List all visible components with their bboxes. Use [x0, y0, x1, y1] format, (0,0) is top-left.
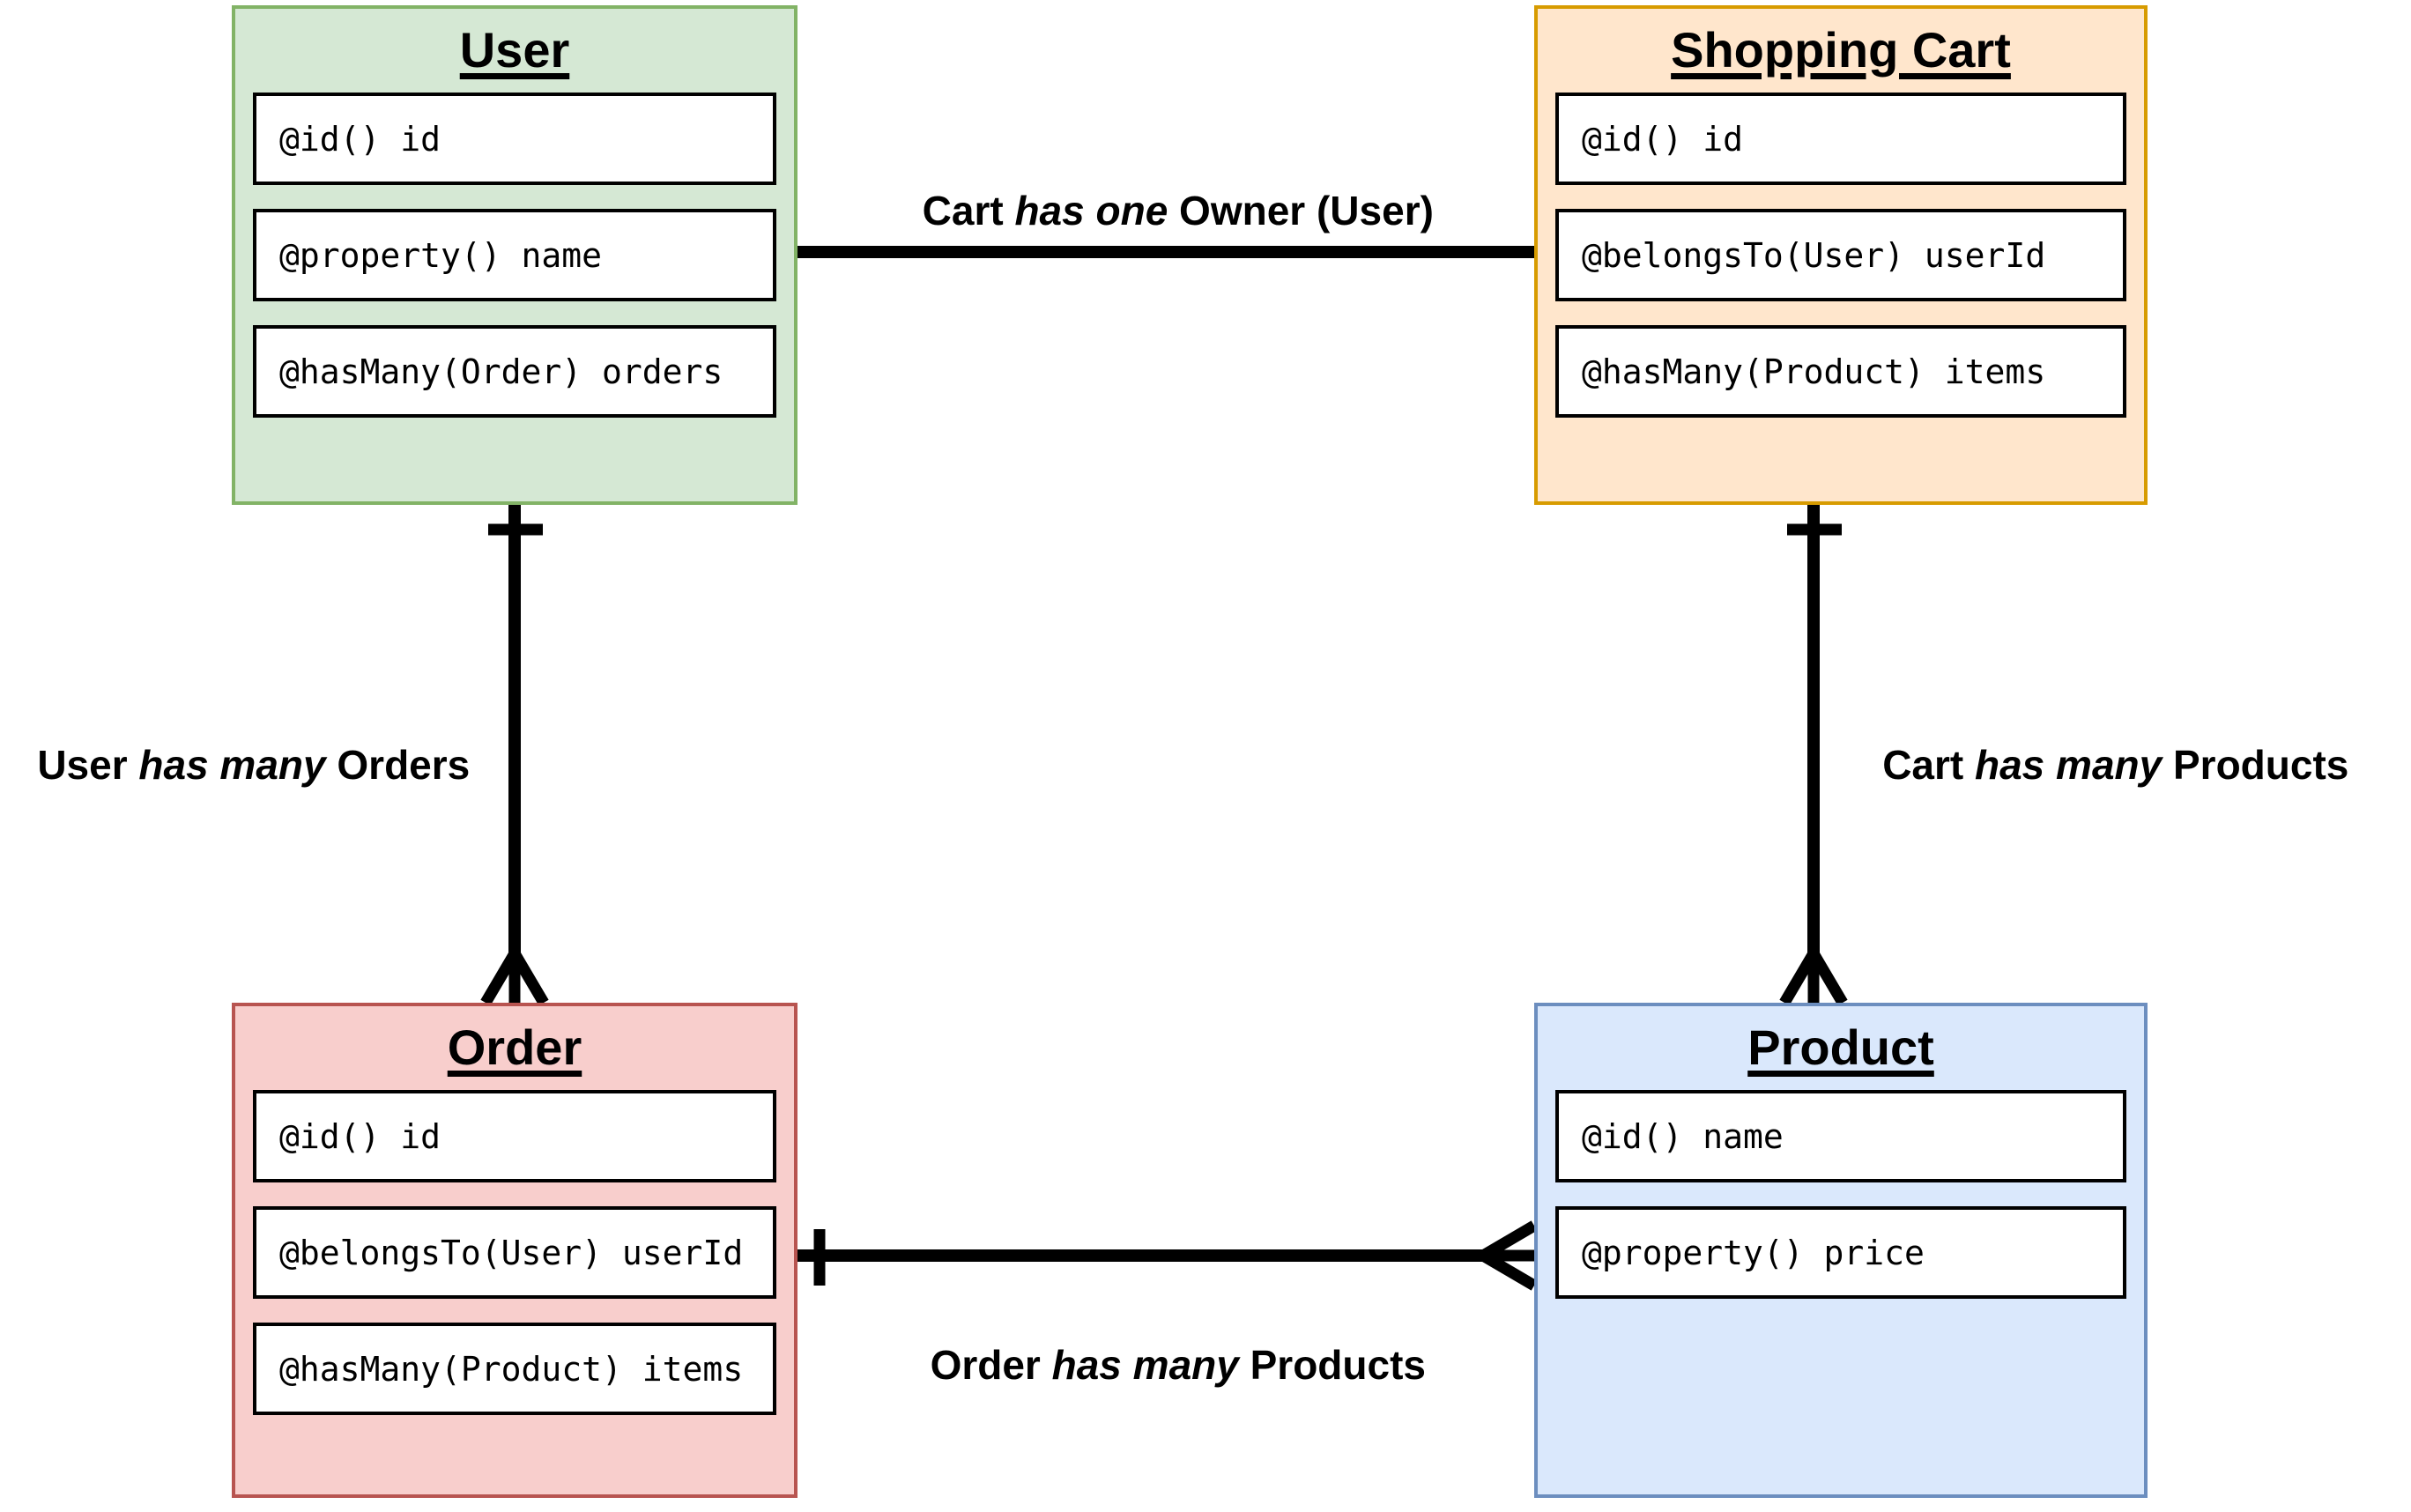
field-text: @hasMany(Product) items — [1582, 352, 2046, 391]
entity-user-field-id: @id() id — [253, 93, 776, 185]
field-text: @property() name — [279, 235, 603, 275]
entity-title-text: User — [459, 22, 570, 78]
label-prefix: Cart — [922, 188, 1015, 233]
entity-title-text: Product — [1747, 1019, 1934, 1075]
entity-product-field-name: @id() name — [1555, 1090, 2126, 1182]
label-prefix: User — [37, 742, 139, 788]
entity-user-title: User — [235, 9, 794, 93]
entity-shopping-cart-title: Shopping Cart — [1538, 9, 2144, 93]
field-text: @property() price — [1582, 1233, 1925, 1272]
connector-user-orders — [480, 505, 549, 1006]
field-text: @belongsTo(User) userId — [279, 1233, 744, 1272]
label-verb: has many — [138, 742, 326, 788]
relationship-label-cart-products: Cart has many Products — [1860, 693, 2349, 789]
entity-product: Product @id() name @property() price — [1534, 1003, 2148, 1498]
field-text: @hasMany(Product) items — [279, 1349, 744, 1389]
entity-order-title: Order — [235, 1006, 794, 1090]
label-verb: has many — [1975, 742, 2162, 788]
entity-shopping-cart-field-userid: @belongsTo(User) userId — [1555, 209, 2126, 301]
connector-cart-products — [1779, 505, 1848, 1006]
label-prefix: Order — [930, 1342, 1052, 1388]
crows-foot-icon — [1779, 950, 1848, 1006]
label-verb: has one — [1014, 188, 1168, 233]
entity-order: Order @id() id @belongsTo(User) userId @… — [232, 1003, 797, 1498]
relationship-label-cart-owner: Cart has one Owner (User) — [900, 139, 1434, 234]
crows-foot-icon — [1480, 1220, 1538, 1291]
field-text: @id() id — [1582, 119, 1744, 159]
connector-order-products — [797, 1220, 1538, 1291]
crows-foot-icon — [480, 950, 549, 1006]
entity-user: User @id() id @property() name @hasMany(… — [232, 5, 797, 505]
field-text: @id() id — [279, 119, 441, 159]
label-verb: has many — [1051, 1342, 1239, 1388]
entity-shopping-cart-field-items: @hasMany(Product) items — [1555, 325, 2126, 418]
entity-shopping-cart: Shopping Cart @id() id @belongsTo(User) … — [1534, 5, 2148, 505]
field-text: @belongsTo(User) userId — [1582, 235, 2046, 275]
entity-order-field-items: @hasMany(Product) items — [253, 1323, 776, 1415]
entity-title-text: Shopping Cart — [1671, 22, 2011, 78]
entity-order-field-id: @id() id — [253, 1090, 776, 1182]
field-text: @id() id — [279, 1116, 441, 1156]
entity-product-field-price: @property() price — [1555, 1206, 2126, 1299]
label-prefix: Cart — [1882, 742, 1975, 788]
label-suffix: Owner (User) — [1168, 188, 1434, 233]
field-text: @id() name — [1582, 1116, 1784, 1156]
relationship-label-order-products: Order has many Products — [908, 1293, 1426, 1389]
entity-user-field-orders: @hasMany(Order) orders — [253, 325, 776, 418]
label-suffix: Products — [1238, 1342, 1426, 1388]
entity-product-title: Product — [1538, 1006, 2144, 1090]
relationship-label-user-orders: User has many Orders — [15, 693, 471, 789]
entity-shopping-cart-field-id: @id() id — [1555, 93, 2126, 185]
label-suffix: Orders — [325, 742, 471, 788]
entity-title-text: Order — [447, 1019, 582, 1075]
label-suffix: Products — [2162, 742, 2349, 788]
entity-order-field-userid: @belongsTo(User) userId — [253, 1206, 776, 1299]
entity-user-field-name: @property() name — [253, 209, 776, 301]
field-text: @hasMany(Order) orders — [279, 352, 723, 391]
